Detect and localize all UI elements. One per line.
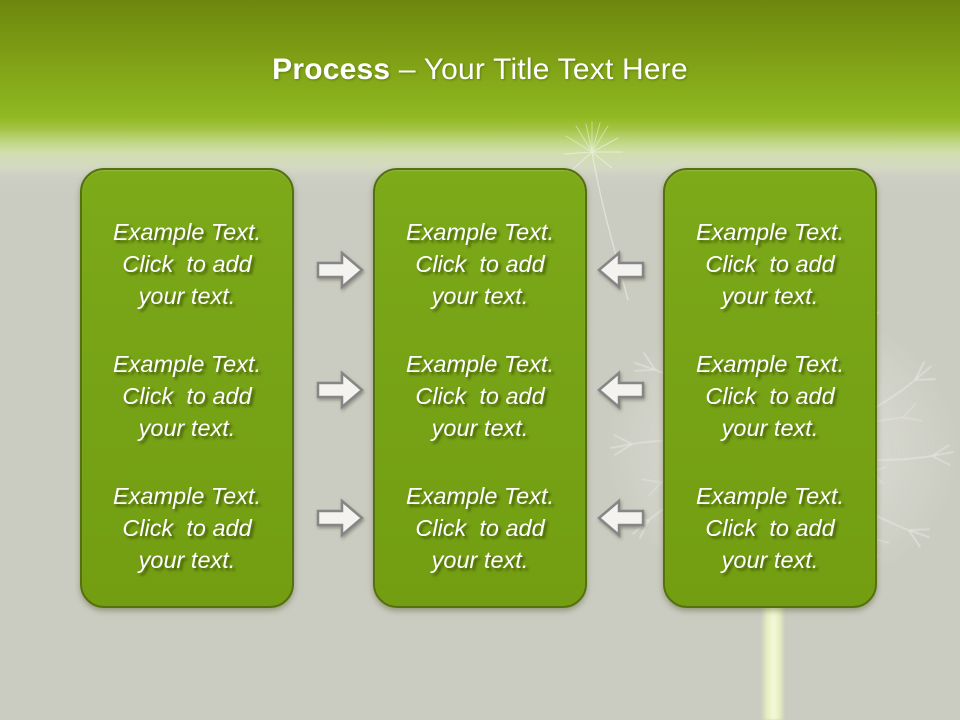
text-line: your text. <box>138 283 236 309</box>
text-line: Click to add <box>415 251 545 277</box>
text-placeholder[interactable]: Example Text. Click to add your text. <box>671 216 869 312</box>
arrow-left-icon <box>597 250 645 290</box>
text-line: Example Text. <box>405 483 555 509</box>
process-box-center[interactable]: Example Text. Click to add your text. Ex… <box>373 168 587 608</box>
text-placeholder[interactable]: Example Text. Click to add your text. <box>88 348 286 444</box>
text-line: Click to add <box>122 251 252 277</box>
slide-title[interactable]: Process – Your Title Text Here <box>0 53 960 87</box>
text-line: Example Text. <box>695 483 845 509</box>
text-line: Click to add <box>705 515 835 541</box>
text-line: Click to add <box>122 515 252 541</box>
arrow-right-icon <box>316 370 364 410</box>
text-line: Example Text. <box>695 219 845 245</box>
text-placeholder[interactable]: Example Text. Click to add your text. <box>671 480 869 576</box>
text-placeholder[interactable]: Example Text. Click to add your text. <box>381 216 579 312</box>
text-line: your text. <box>721 415 819 441</box>
text-line: Example Text. <box>112 219 262 245</box>
text-placeholder[interactable]: Example Text. Click to add your text. <box>381 480 579 576</box>
arrow-right-icon <box>316 498 364 538</box>
text-placeholder[interactable]: Example Text. Click to add your text. <box>381 348 579 444</box>
text-line: Click to add <box>415 515 545 541</box>
title-text-rest: – Your Title Text Here <box>390 53 688 86</box>
process-box-right[interactable]: Example Text. Click to add your text. Ex… <box>663 168 877 608</box>
text-line: your text. <box>721 547 819 573</box>
text-line: Click to add <box>122 383 252 409</box>
text-line: your text. <box>431 283 529 309</box>
text-line: your text. <box>138 547 236 573</box>
text-line: Click to add <box>705 383 835 409</box>
arrow-left-icon <box>597 498 645 538</box>
text-line: Example Text. <box>112 351 262 377</box>
text-line: Click to add <box>705 251 835 277</box>
text-line: your text. <box>138 415 236 441</box>
text-line: Example Text. <box>405 351 555 377</box>
arrow-left-icon <box>597 370 645 410</box>
text-line: your text. <box>721 283 819 309</box>
text-placeholder[interactable]: Example Text. Click to add your text. <box>88 216 286 312</box>
text-line: your text. <box>431 415 529 441</box>
title-text-bold: Process <box>272 53 391 86</box>
arrow-right-icon <box>316 250 364 290</box>
text-line: your text. <box>431 547 529 573</box>
text-line: Click to add <box>415 383 545 409</box>
text-placeholder[interactable]: Example Text. Click to add your text. <box>671 348 869 444</box>
text-line: Example Text. <box>112 483 262 509</box>
text-line: Example Text. <box>695 351 845 377</box>
process-box-left[interactable]: Example Text. Click to add your text. Ex… <box>80 168 294 608</box>
text-placeholder[interactable]: Example Text. Click to add your text. <box>88 480 286 576</box>
text-line: Example Text. <box>405 219 555 245</box>
